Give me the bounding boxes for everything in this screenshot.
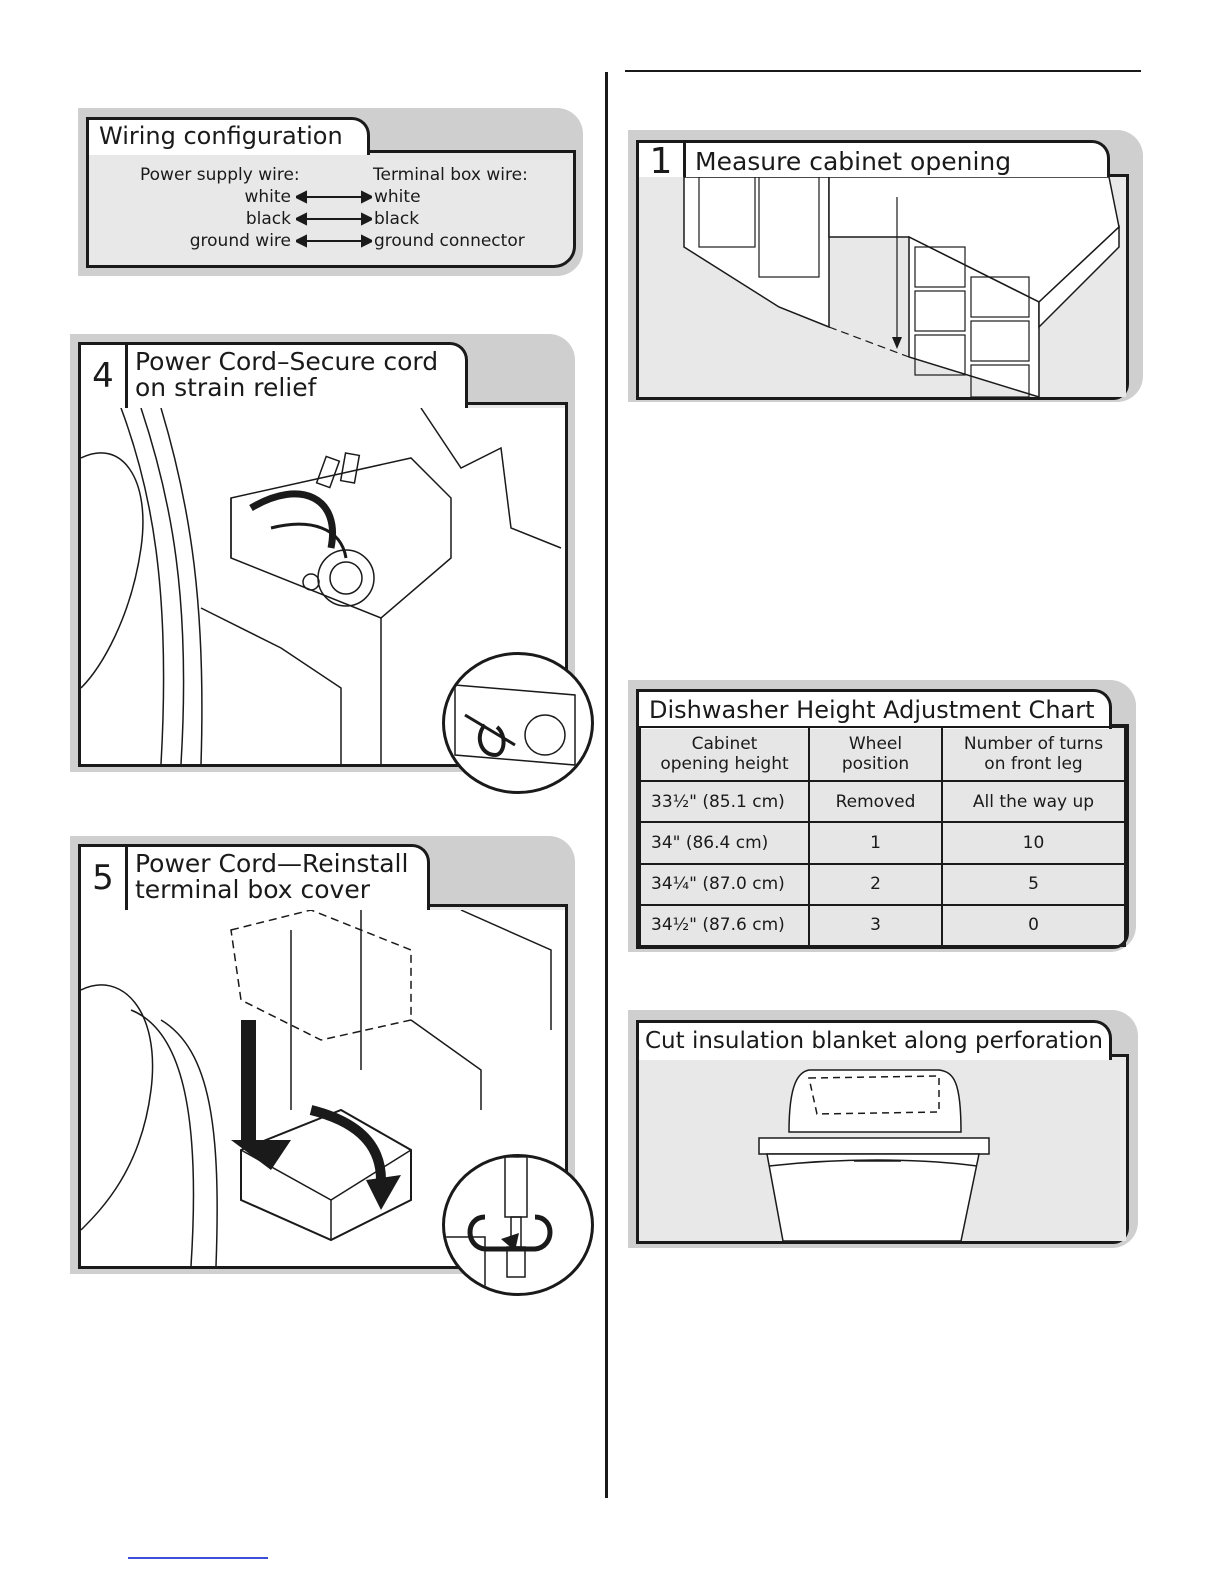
- wiring-right-black: black: [374, 209, 420, 229]
- wiring-left-header: Power supply wire:: [140, 165, 300, 185]
- step-4-number: 4: [81, 345, 128, 408]
- step-5-panel: 5 Power Cord—Reinstall terminal box cove…: [70, 836, 594, 1296]
- wiring-left-white: white: [244, 187, 291, 207]
- step-4-title-line1: Power Cord–Secure cord: [135, 347, 439, 376]
- step-5-title-line1: Power Cord—Reinstall: [135, 849, 409, 878]
- cabinet-opening-illustration: [639, 177, 1126, 397]
- wiring-title: Wiring configuration: [86, 117, 370, 155]
- step-5-title-line2: terminal box cover: [135, 875, 371, 905]
- table-row: 34½" (87.6 cm) 3 0: [639, 903, 1126, 948]
- table-row: 33½" (85.1 cm) Removed All the way up: [639, 779, 1126, 824]
- step-4-detail-inset: [442, 652, 594, 794]
- step-1-number: 1: [639, 142, 686, 180]
- step-5-detail-inset: [442, 1154, 594, 1296]
- table-row: 34" (86.4 cm) 1 10: [639, 821, 1126, 865]
- insulation-blanket-illustration: [639, 1062, 1126, 1241]
- wiring-left-ground: ground wire: [189, 231, 291, 251]
- step-4-title-line2: on strain relief: [135, 373, 317, 403]
- wiring-right-ground: ground connector: [374, 231, 525, 251]
- insulation-panel: Cut insulation blanket along perforation: [628, 1010, 1143, 1250]
- step-5-number: 5: [81, 847, 128, 910]
- footer-link-underline[interactable]: [128, 1557, 268, 1559]
- double-arrow-icons: [296, 190, 372, 248]
- step-1-title-text: Measure cabinet opening: [695, 147, 1012, 176]
- column-divider: [605, 72, 608, 1498]
- wiring-right-white: white: [374, 187, 421, 207]
- height-chart-panel: Dishwasher Height Adjustment Chart Cabin…: [628, 680, 1143, 955]
- step-1-panel: 1 Measure cabinet opening: [628, 130, 1143, 405]
- step-4-panel: 4 Power Cord–Secure cord on strain relie…: [70, 334, 594, 794]
- step-4-title: 4 Power Cord–Secure cord on strain relie…: [78, 342, 468, 408]
- wiring-left-black: black: [245, 209, 291, 229]
- table-row: 34¼" (87.0 cm) 2 5: [639, 862, 1126, 906]
- wiring-configuration-panel: Wiring configuration Power supply wire: …: [78, 108, 583, 276]
- insulation-title: Cut insulation blanket along perforation: [636, 1020, 1112, 1060]
- top-rule: [625, 70, 1141, 72]
- wiring-right-header: Terminal box wire:: [373, 165, 528, 185]
- step-1-title: 1 Measure cabinet opening: [636, 140, 1110, 180]
- step-5-title: 5 Power Cord—Reinstall terminal box cove…: [78, 844, 430, 910]
- height-chart-title: Dishwasher Height Adjustment Chart: [636, 689, 1112, 729]
